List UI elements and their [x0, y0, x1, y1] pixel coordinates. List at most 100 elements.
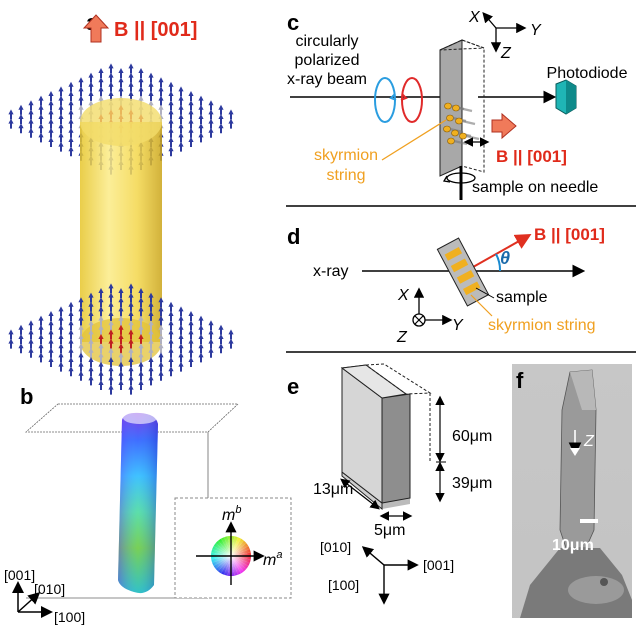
- spin-arrow-icon: [58, 334, 64, 344]
- spin-arrow-icon: [218, 114, 224, 124]
- spin-arrow-icon: [198, 104, 204, 115]
- spin-arrow-icon: [128, 320, 134, 331]
- spin-arrow-icon: [38, 334, 44, 344]
- spin-arrow-icon: [178, 95, 184, 106]
- spin-arrow-icon: [38, 343, 44, 354]
- c-axis-z-label: Z: [500, 45, 512, 62]
- rotation-icon: [446, 172, 476, 184]
- spin-arrow-icon: [108, 283, 114, 294]
- spin-arrow-icon: [18, 343, 24, 354]
- spin-arrow-icon: [48, 338, 54, 349]
- skyrmion-dot: [459, 132, 467, 140]
- axis-010-arrow: [17, 591, 41, 613]
- c-field-arrow-icon: [491, 112, 517, 140]
- spin-arrow-icon: [18, 114, 24, 124]
- e-axis-010-label: [010]: [320, 539, 351, 555]
- spin-arrow-icon: [128, 338, 134, 349]
- beam-label-3: x-ray beam: [287, 71, 367, 88]
- spin-arrow-icon: [28, 109, 34, 120]
- axis-010-label: [010]: [34, 581, 65, 597]
- c-axis-x: [482, 12, 497, 29]
- theta-label: θ: [500, 248, 510, 268]
- spin-arrow-icon: [208, 338, 214, 349]
- spin-arrow-icon: [78, 334, 84, 344]
- spin-arrow-icon: [208, 127, 214, 138]
- panel-d: d x-ray B || [001] θ sample skyrmion str…: [287, 224, 605, 346]
- spin-arrow-icon: [98, 68, 104, 78]
- spin-arrow-icon: [68, 329, 74, 340]
- spin-arrow-icon: [178, 343, 184, 354]
- spin-arrow-icon: [108, 338, 114, 349]
- spin-arrow-icon: [128, 63, 134, 74]
- spin-arrow-icon: [48, 127, 54, 138]
- spin-arrow-icon: [58, 104, 64, 115]
- skyrmion-dot: [447, 137, 455, 145]
- box-top: [24, 403, 240, 433]
- c-field-label: B || [001]: [496, 147, 567, 166]
- spin-arrow-icon: [8, 338, 14, 349]
- theta-arc: [495, 253, 502, 272]
- spin-arrow-icon: [88, 311, 94, 321]
- spin-arrow-icon: [148, 366, 154, 377]
- spin-arrow-icon: [28, 347, 34, 358]
- panel-b-label: b: [20, 384, 33, 409]
- spin-arrow-icon: [188, 127, 194, 138]
- photodiode-label: Photodiode: [547, 65, 628, 82]
- spin-arrow-icon: [58, 114, 64, 124]
- d-axis-z-label: Z: [396, 329, 408, 346]
- spin-arrow-icon: [128, 72, 134, 83]
- spin-arrow-icon: [198, 324, 204, 335]
- sample-slab-dashed: [461, 39, 485, 173]
- spin-arrow-icon: [138, 380, 144, 390]
- spin-arrow-icon: [158, 352, 164, 363]
- spin-arrow-icon: [148, 329, 154, 340]
- panel-a: a B || [001]: [8, 10, 234, 395]
- spin-arrow-icon: [158, 334, 164, 344]
- spin-arrow-icon: [98, 361, 104, 372]
- spin-arrow-icon: [138, 361, 144, 372]
- spin-arrow-icon: [188, 137, 194, 147]
- spin-arrow-icon: [168, 338, 174, 349]
- spin-arrow-icon: [108, 329, 114, 340]
- d-field-arrow: [465, 234, 532, 272]
- field-arrow-icon: [82, 14, 110, 43]
- spin-arrow-icon: [228, 109, 234, 120]
- spin-arrow-icon: [118, 306, 124, 317]
- spin-arrow-icon: [118, 370, 124, 381]
- spin-arrow-icon: [58, 123, 64, 134]
- spin-arrow-icon: [168, 366, 174, 377]
- spin-arrow-icon: [188, 100, 194, 111]
- spin-arrow-icon: [118, 324, 124, 335]
- spin-arrow-icon: [108, 81, 114, 92]
- spin-arrow-icon: [88, 338, 94, 349]
- spin-arrow-icon: [168, 137, 174, 147]
- dim-13-arrow: [340, 478, 380, 510]
- panel-c-label: c: [287, 10, 299, 35]
- spin-arrow-icon: [28, 320, 34, 331]
- spin-arrow-icon: [118, 380, 124, 390]
- spin-arrow-icon: [78, 361, 84, 372]
- spin-arrow-icon: [198, 123, 204, 134]
- spin-arrow-icon: [158, 95, 164, 106]
- spin-arrow-icon: [168, 118, 174, 129]
- d-axis-y-label: Y: [452, 317, 464, 334]
- spin-arrow-icon: [218, 104, 224, 115]
- legend-mb: mb: [222, 504, 241, 524]
- spin-arrow-icon: [108, 301, 114, 312]
- spin-arrow-icon: [118, 86, 124, 97]
- spin-arrow-icon: [78, 343, 84, 354]
- panel-d-label: d: [287, 224, 300, 249]
- spin-arrow-icon: [208, 347, 214, 358]
- spin-arrow-icon: [48, 320, 54, 331]
- spin-arrow-icon: [68, 338, 74, 349]
- spin-arrow-icon: [48, 329, 54, 340]
- spin-arrow-icon: [98, 86, 104, 97]
- polarization-blue-icon: [374, 77, 396, 123]
- spin-arrow-icon: [168, 81, 174, 92]
- spin-arrow-icon: [88, 366, 94, 377]
- bottom-spin-plane: [8, 283, 234, 395]
- spin-arrow-icon: [138, 77, 144, 88]
- spin-arrow-icon: [28, 329, 34, 340]
- panel-f: f Z 10μm: [512, 364, 632, 618]
